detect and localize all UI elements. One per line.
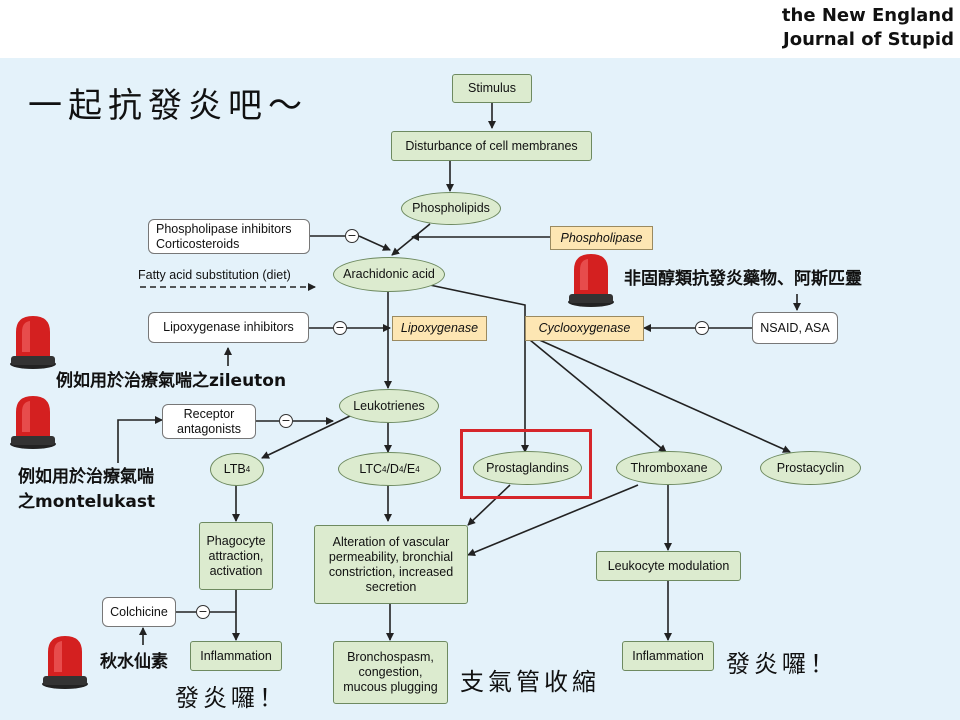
inflammation-left-annotation: 發炎囉！	[175, 684, 287, 712]
thromboxane-node: Thromboxane	[616, 451, 722, 485]
stimulus-node: Stimulus	[452, 74, 532, 103]
prostacyclin-node: Prostacyclin	[760, 451, 861, 485]
nsaid-annotation: 非固醇類抗發炎藥物、阿斯匹靈	[624, 269, 862, 289]
leukocyte-modulation-node: Leukocyte modulation	[596, 551, 741, 581]
journal-logo: the New England Journal of Stupid	[782, 4, 954, 52]
colchicine-annotation: 秋水仙素	[100, 652, 168, 672]
siren-icon	[42, 636, 88, 689]
inflammation-left-node: Inflammation	[190, 641, 282, 671]
colchicine-node: Colchicine	[102, 597, 176, 627]
disturbance-node: Disturbance of cell membranes	[391, 131, 592, 161]
handwritten-title: 一起抗發炎吧～	[28, 86, 308, 126]
prostaglandins-node: Prostaglandins	[473, 451, 582, 485]
bronchoconstriction-annotation: 支氣管收縮	[460, 668, 600, 696]
inhibit-symbol-nsaid: −	[695, 321, 709, 335]
phospholipase-node: Phospholipase	[550, 226, 653, 250]
phospholipids-node: Phospholipids	[401, 192, 501, 225]
phagocyte-node: Phagocyte attraction, activation	[199, 522, 273, 590]
inhibit-symbol-lipoxygenase: −	[333, 321, 347, 335]
fatty-acid-label: Fatty acid substitution (diet)	[138, 267, 291, 282]
receptor-antagonists-node: Receptor antagonists	[162, 404, 256, 439]
cyclooxygenase-node: Cyclooxygenase	[525, 316, 644, 341]
phospholipase-inhibitors-node: Phospholipase inhibitors Corticosteroids	[148, 219, 310, 254]
inflammation-right-annotation: 發炎囉！	[726, 650, 838, 678]
siren-icon	[10, 396, 56, 449]
zileuton-annotation: 例如用於治療氣喘之zileuton	[56, 371, 287, 391]
siren-icon	[568, 254, 614, 307]
inhibit-symbol-colchicine: −	[196, 605, 210, 619]
logo-line-1: the New England	[781, 5, 954, 26]
inflammation-right-node: Inflammation	[622, 641, 714, 671]
siren-icon	[10, 316, 56, 369]
arachidonic-acid-node: Arachidonic acid	[333, 257, 445, 292]
lipoxygenase-inhibitors-node: Lipoxygenase inhibitors	[148, 312, 309, 343]
logo-line-2: Journal of Stupid	[783, 29, 954, 50]
montelukast-annotation: 例如用於治療氣喘 之montelukast	[18, 467, 156, 512]
prostaglandins-highlight	[460, 429, 592, 499]
nsaid-asa-node: NSAID, ASA	[752, 312, 838, 344]
lipoxygenase-node: Lipoxygenase	[392, 316, 487, 341]
leukotrienes-node: Leukotrienes	[339, 389, 439, 423]
inhibit-symbol-receptor: −	[279, 414, 293, 428]
alteration-node: Alteration of vascular permeability, bro…	[314, 525, 468, 604]
inhibit-symbol-phospholipase: −	[345, 229, 359, 243]
bronchospasm-node: Bronchospasm, congestion, mucous pluggin…	[333, 641, 448, 704]
